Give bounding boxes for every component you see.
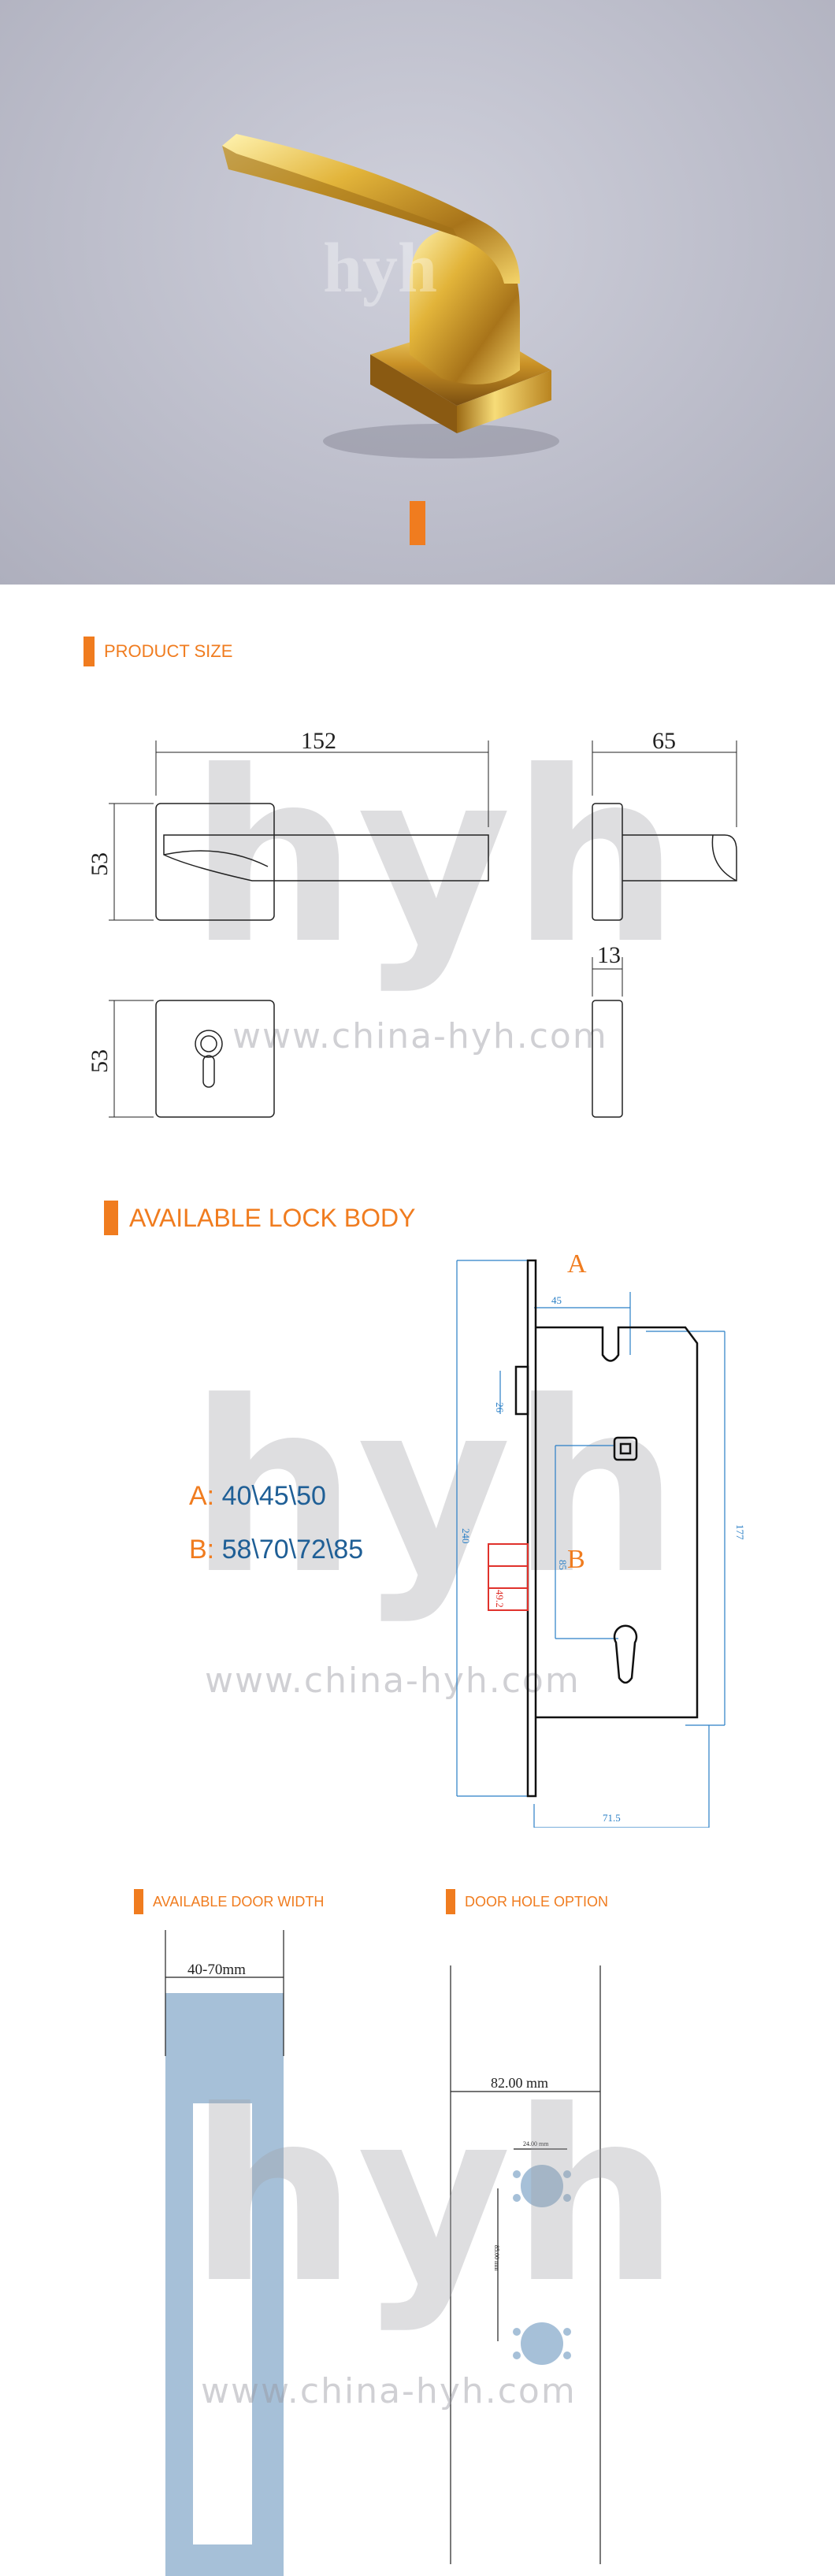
dim-length: 152	[301, 728, 336, 754]
section-header-lock-body: AVAILABLE LOCK BODY	[104, 1201, 415, 1235]
section-bar	[446, 1889, 455, 1914]
dim-rose-height-2: 53	[87, 1049, 113, 1073]
section-title: PRODUCT SIZE	[104, 641, 233, 661]
door-hole-dia: 24.00 mm	[523, 2140, 549, 2147]
watermark-logo: hyh	[189, 1351, 680, 1626]
watermark-logo: hyh	[189, 2060, 680, 2335]
dim-26: 26	[494, 1402, 506, 1413]
section-title: DOOR HOLE OPTION	[465, 1893, 609, 1910]
product-photo: hyh	[0, 0, 835, 585]
lock-a-label: A:	[189, 1481, 215, 1511]
dim-240: 240	[460, 1528, 472, 1544]
dim-45: 45	[551, 1294, 562, 1306]
section-header-door-hole: DOOR HOLE OPTION	[446, 1889, 608, 1914]
watermark-url: www.china-hyh.com	[205, 1661, 581, 1701]
dim-71-5: 71.5	[603, 1812, 621, 1824]
door-width-range: 40-70mm	[187, 1962, 246, 1978]
watermark-logo: hyh	[189, 721, 680, 996]
lock-b-values: 58\70\72\85	[221, 1535, 364, 1565]
product-size-drawing: 152 65 53 53 13	[87, 728, 737, 1118]
watermark-url: www.china-hyh.com	[232, 1016, 608, 1056]
marker-b: B	[567, 1545, 585, 1574]
dim-rose-thickness: 13	[597, 942, 621, 968]
door-drawings: 40-70mm 82.00 mm 24.00 mm 85.00 mm	[165, 1930, 601, 2576]
section-header-door-width: AVAILABLE DOOR WIDTH	[134, 1889, 324, 1914]
section-bar	[104, 1201, 118, 1235]
section-bar	[84, 637, 95, 666]
lock-body-drawing: 45 26 240 85 49.2 177 71.5 A B	[456, 1253, 746, 1828]
marker-a: A	[567, 1253, 587, 1279]
door-hole-spacing: 85.00 mm	[493, 2245, 500, 2271]
lock-b-spec: B: 58\70\72\85	[189, 1535, 363, 1565]
lock-a-spec: A: 40\45\50	[189, 1481, 326, 1512]
dim-177: 177	[734, 1524, 746, 1540]
watermark-url: www.china-hyh.com	[201, 2371, 577, 2411]
lock-b-label: B:	[189, 1535, 215, 1565]
door-handle-image: hyh	[222, 134, 559, 458]
dim-depth: 65	[652, 728, 676, 754]
accent-marker	[410, 501, 425, 545]
section-title: AVAILABLE DOOR WIDTH	[153, 1893, 325, 1910]
dim-85: 85	[557, 1560, 569, 1570]
section-bar	[134, 1889, 143, 1914]
section-header-product-size: PRODUCT SIZE	[84, 637, 232, 666]
section-title: AVAILABLE LOCK BODY	[129, 1203, 416, 1232]
lock-a-values: 40\45\50	[221, 1481, 326, 1511]
dim-49-2: 49.2	[494, 1590, 506, 1608]
dim-rose-height: 53	[87, 852, 113, 876]
door-hole-width: 82.00 mm	[491, 2075, 548, 2091]
svg-text:hyh: hyh	[323, 229, 437, 307]
